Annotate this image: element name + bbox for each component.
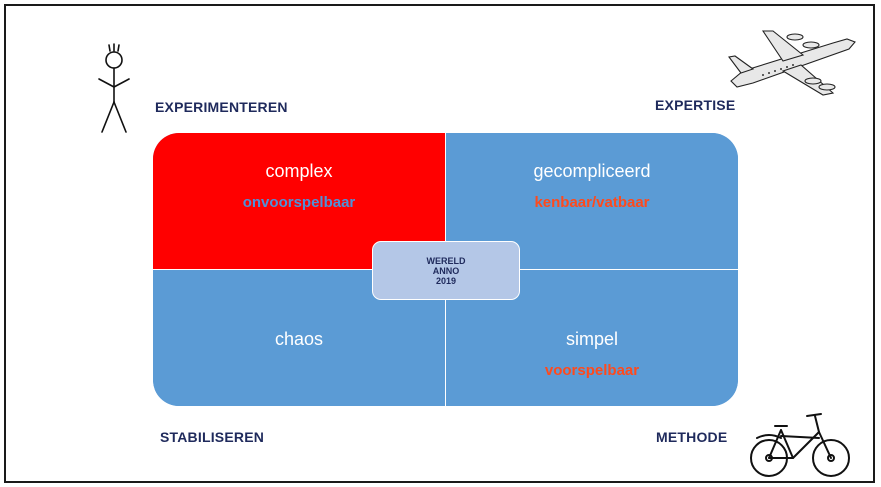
quadrant-simple-subtitle: voorspelbaar [544,362,640,379]
quadrant-complicated: gecompliceerd kenbaar/vatbaar [446,133,738,269]
center-line-1: WERELD [426,255,466,266]
label-expertise: EXPERTISE [655,97,736,113]
quadrant-grid: complex onvoorspelbaar gecompliceerd ken… [153,133,738,406]
airplane-icon [728,30,856,96]
quadrant-complicated-subtitle: kenbaar/vatbaar [534,194,650,211]
quadrant-complex-subtitle: onvoorspelbaar [242,194,356,211]
quadrant-simple-title: simpel [565,329,618,349]
quadrant-complicated-title: gecompliceerd [533,161,651,181]
bicycle-icon [750,413,850,477]
quadrant-chaos-title: chaos [274,329,324,349]
label-experimenteren: EXPERIMENTEREN [155,99,288,115]
center-line-3: 2019 [435,275,457,286]
label-methode: METHODE [656,429,728,445]
center-line-2: ANNO [432,265,460,276]
center-label-box: WERELD ANNO 2019 [372,241,520,300]
quadrant-complex-title: complex [265,161,333,181]
label-stabiliseren: STABILISEREN [160,429,265,445]
stick-figure-icon [98,43,130,133]
